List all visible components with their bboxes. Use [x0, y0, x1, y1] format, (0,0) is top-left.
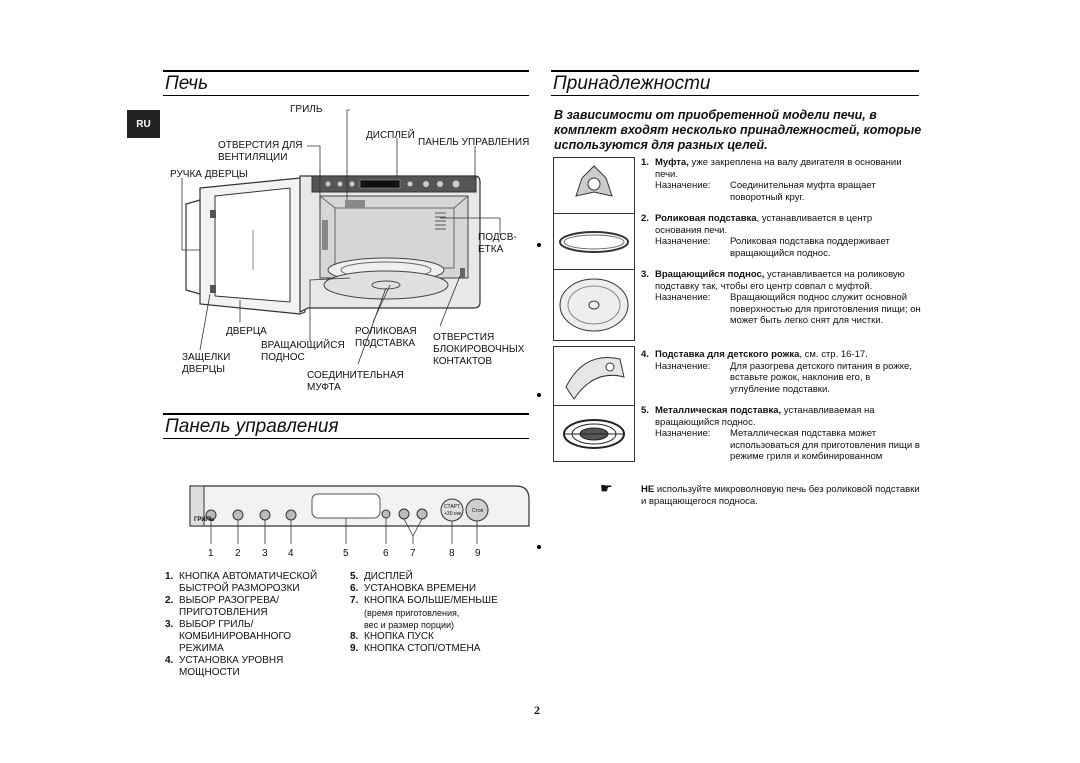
label-grill: ГРИЛЬ [290, 104, 323, 115]
panel-stop-label: Стоп [472, 508, 484, 514]
panel-grill-tag: ГРИЛЬ [194, 517, 215, 523]
label-light: ПОДСВ- ЕТКА [478, 232, 517, 255]
panel-legend-right: 5.ДИСПЛЕЙ 6.УСТАНОВКА ВРЕМЕНИ 7.КНОПКА Б… [350, 571, 530, 655]
accessory-2: 2.Роликовая подставка, устанавливается в… [641, 213, 890, 259]
panel-number-9: 9 [475, 548, 481, 559]
panel-number-4: 4 [288, 548, 294, 559]
binding-dot [537, 393, 541, 397]
oven-leader-lines [181, 109, 501, 365]
oven-door-drawing [185, 177, 306, 315]
panel-legend-left: 1.КНОПКА АВТОМАТИЧЕСКОЙ БЫСТРОЙ РАЗМОРОЗ… [165, 571, 340, 679]
acc-title-rule-bottom [551, 95, 919, 96]
panel-start-label: СТАРТ [444, 504, 460, 510]
oven-title-rule-top [163, 70, 529, 72]
label-door-latches: ЗАЩЕЛКИ ДВЕРЦЫ [182, 352, 231, 375]
label-roller-ring: РОЛИКОВАЯ ПОДСТАВКА [355, 326, 417, 349]
control-panel-drawing [189, 485, 530, 544]
panel-number-8: 8 [449, 548, 455, 559]
turntable-image [553, 269, 635, 341]
panel-number-2: 2 [235, 548, 241, 559]
accessory-1: 1.Муфта, уже закреплена на валу двигател… [641, 157, 902, 203]
baby-bottle-stand-image [553, 346, 635, 406]
warning-note: НЕ используйте микроволновую печь без ро… [641, 484, 920, 507]
panel-title-rule-top [163, 413, 529, 415]
legend-item: 7.КНОПКА БОЛЬШЕ/МЕНЬШЕ [350, 595, 498, 606]
accessory-5: 5.Металлическая подставка, устанавливаем… [641, 405, 920, 462]
legend-item: 2.ВЫБОР РАЗОГРЕВА/ ПРИГОТОВЛЕНИЯ [165, 595, 280, 618]
roller-ring-image [553, 213, 635, 270]
binding-dot [537, 545, 541, 549]
panel-number-5: 5 [343, 548, 349, 559]
panel-title-rule-bottom [163, 438, 529, 439]
panel-number-3: 3 [262, 548, 268, 559]
pointing-hand-icon: ☛ [600, 480, 613, 496]
accessories-section-title: Принадлежности [553, 73, 711, 94]
accessory-3: 3.Вращающийся поднос, устанавливается на… [641, 269, 921, 326]
language-tab: RU [127, 110, 160, 138]
legend-item: 9.КНОПКА СТОП/ОТМЕНА [350, 643, 481, 654]
page-number: 2 [534, 703, 540, 717]
panel-number-7: 7 [410, 548, 416, 559]
legend-item: 5.ДИСПЛЕЙ [350, 571, 413, 582]
label-display: ДИСПЛЕЙ [366, 130, 415, 141]
label-coupler: СОЕДИНИТЕЛЬНАЯ МУФТА [307, 370, 404, 393]
oven-section-title: Печь [165, 73, 209, 94]
accessories-intro: В зависимости от приобретенной модели пе… [554, 108, 922, 152]
panel-number-6: 6 [383, 548, 389, 559]
panel-number-1: 1 [208, 548, 214, 559]
oven-body-drawing [299, 175, 481, 313]
label-turntable: ВРАЩАЮЩИЙСЯ ПОДНОС [261, 340, 345, 363]
legend-item: 3.ВЫБОР ГРИЛЬ/ КОМБИНИРОВАННОГО РЕЖИМА [165, 619, 292, 654]
binding-dot [537, 243, 541, 247]
label-control-panel: ПАНЕЛЬ УПРАВЛЕНИЯ [418, 137, 530, 148]
panel-section-title: Панель управления [165, 416, 339, 437]
label-door-handle: РУЧКА ДВЕРЦЫ [170, 169, 248, 180]
legend-item: 6.УСТАНОВКА ВРЕМЕНИ [350, 583, 477, 594]
label-vents: ОТВЕРСТИЯ ДЛЯ ВЕНТИЛЯЦИИ [218, 140, 303, 163]
legend-item: 4.УСТАНОВКА УРОВНЯ МОЩНОСТИ [165, 655, 284, 678]
oven-diagram [181, 109, 501, 365]
legend-item: 8.КНОПКА ПУСК [350, 631, 434, 642]
acc-title-rule-top [551, 70, 919, 72]
metal-rack-image [553, 405, 635, 462]
legend-item: (время приготовления, вес и размер порци… [364, 608, 460, 630]
accessory-4: 4.Подставка для детского рожка, см. стр.… [641, 349, 912, 395]
legend-item: 1.КНОПКА АВТОМАТИЧЕСКОЙ БЫСТРОЙ РАЗМОРОЗ… [165, 571, 318, 594]
coupler-image [553, 157, 635, 214]
label-interlock-holes: ОТВЕРСТИЯ БЛОКИРОВОЧНЫХ КОНТАКТОВ [433, 332, 525, 367]
label-door: ДВЕРЦА [226, 326, 267, 337]
panel-start-sub: +30 сек [444, 511, 462, 517]
oven-title-rule-bottom [163, 95, 529, 96]
